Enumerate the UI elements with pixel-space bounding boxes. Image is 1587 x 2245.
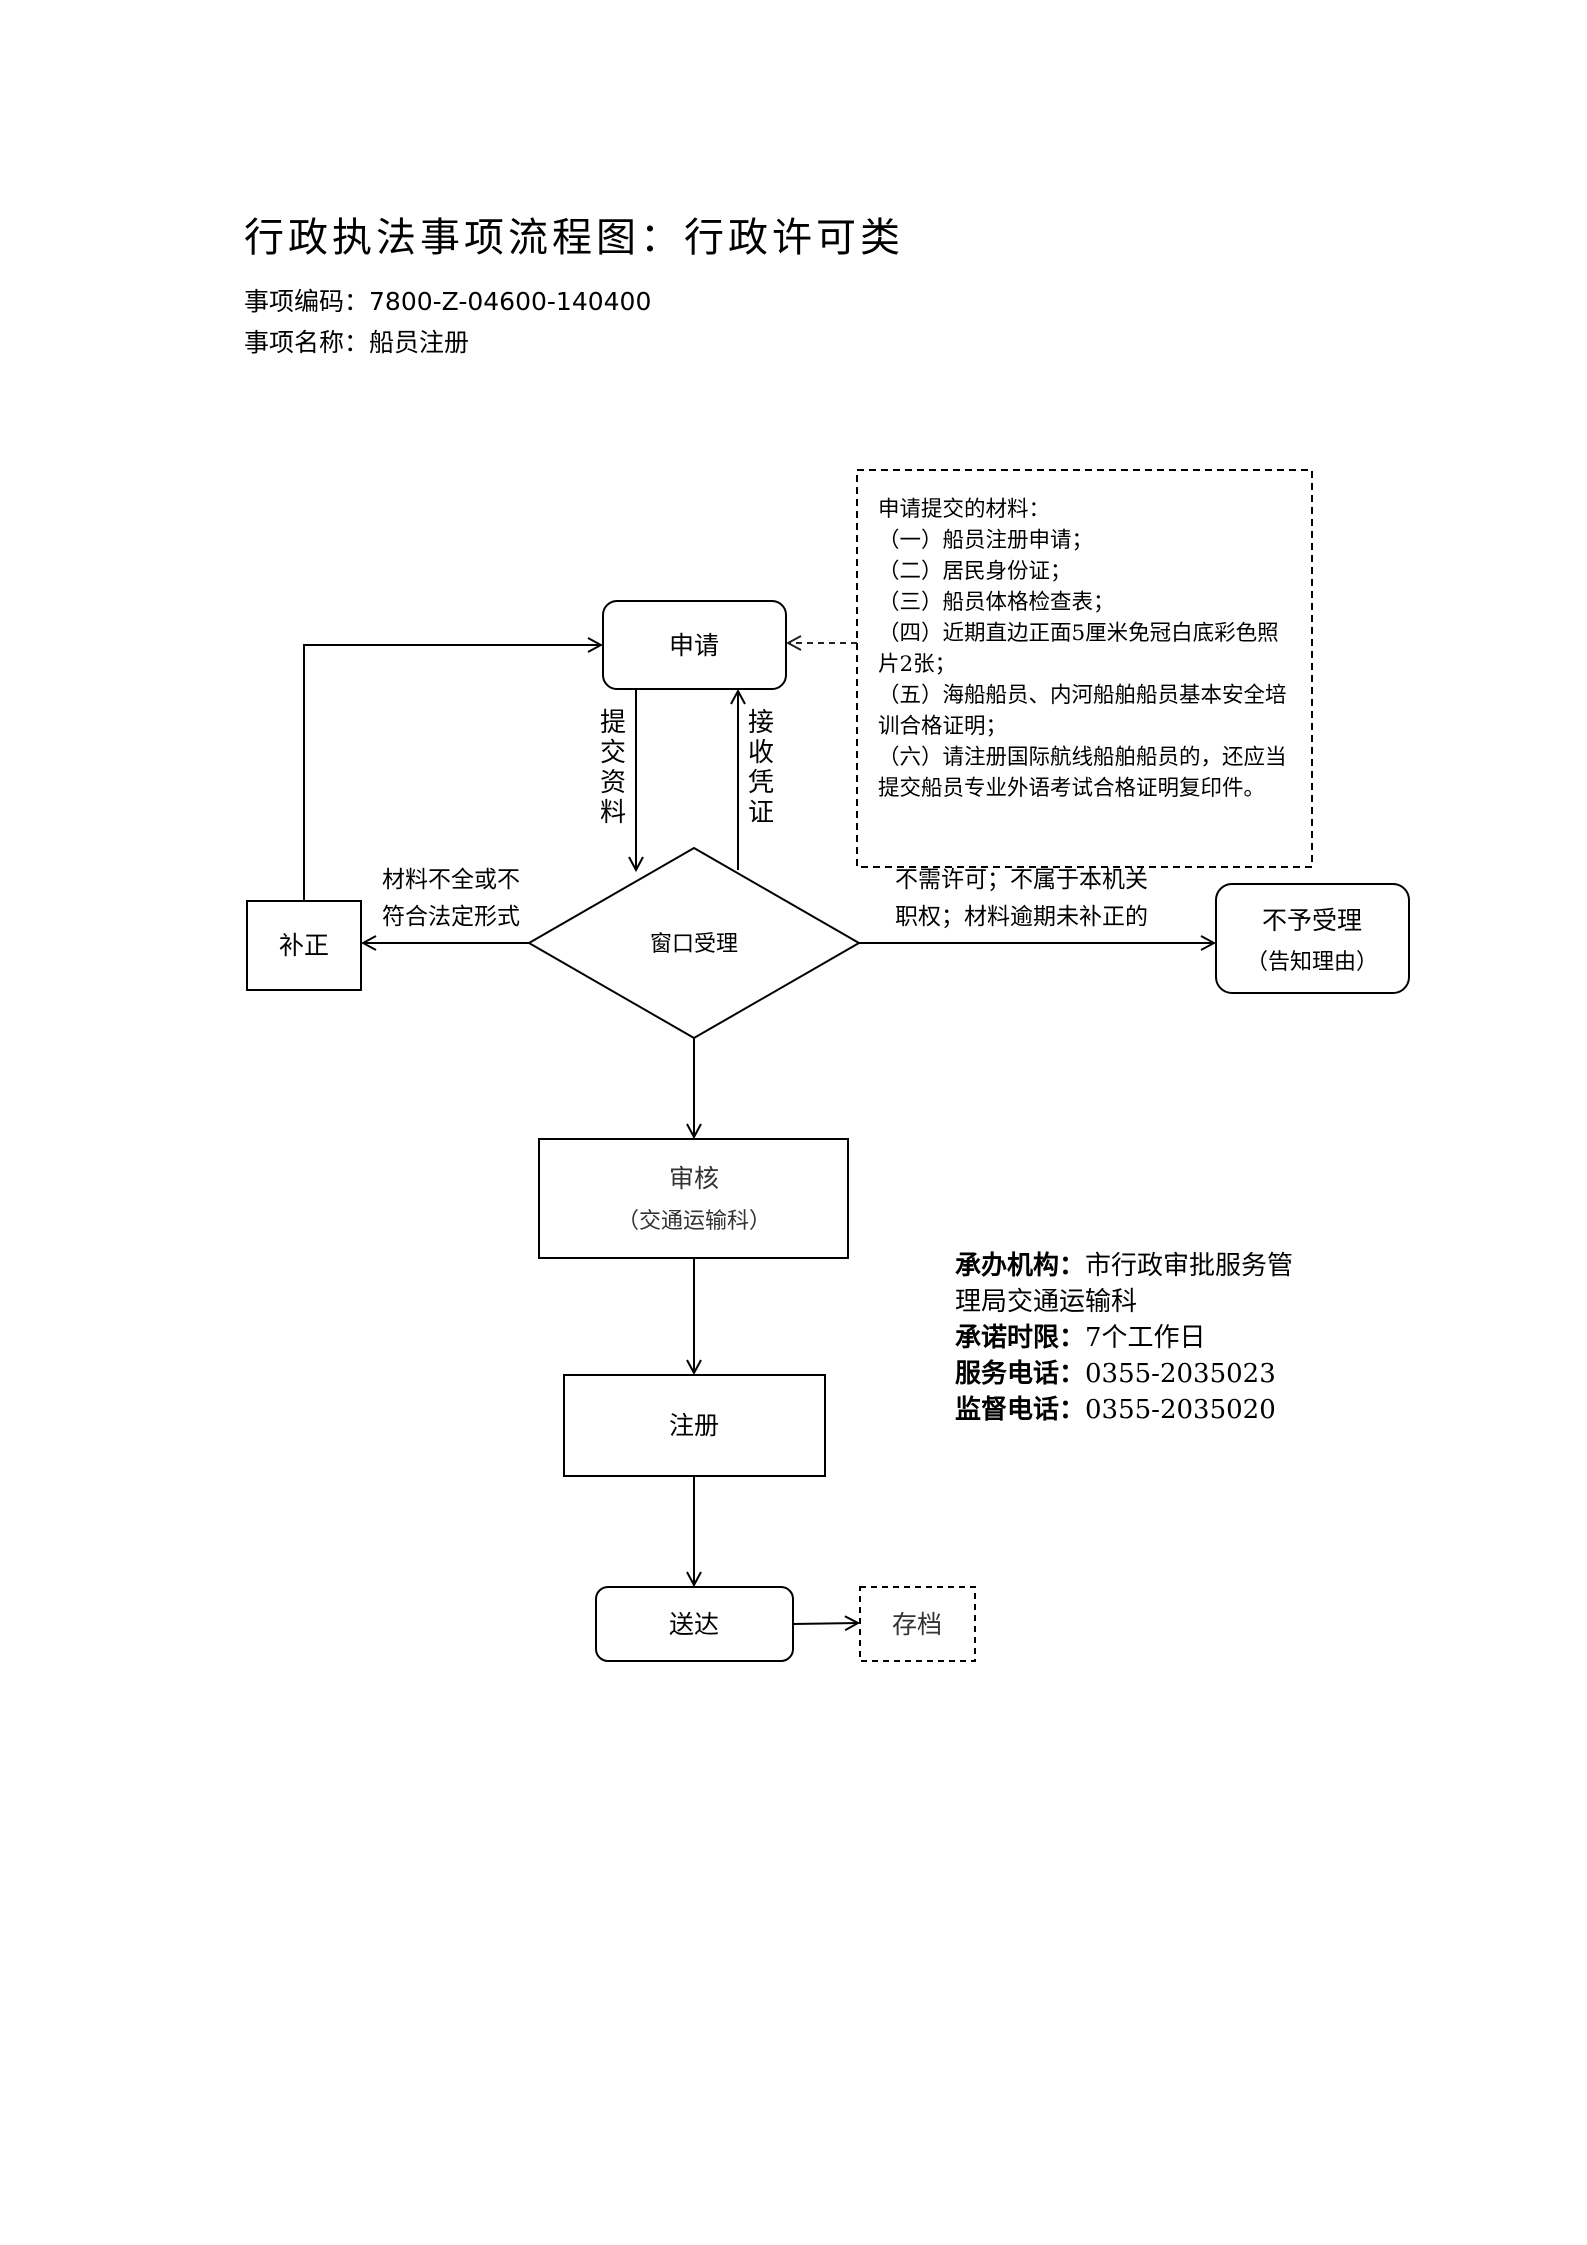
review-node [538, 1138, 849, 1259]
apply-node-label: 申请 [669, 631, 719, 660]
info-panel: 承办机构：市行政审批服务管理局交通运输科 承诺时限：7个工作日 服务电话：035… [955, 1248, 1295, 1428]
review-node-sublabel: （交通运输科） [617, 1209, 771, 1234]
page-title: 行政执法事项流程图：行政许可类 [244, 215, 904, 261]
incomplete-label-line2: 符合法定形式 [382, 904, 520, 930]
deadline-value: 7个工作日 [1085, 1323, 1206, 1353]
agency-label: 承办机构： [955, 1251, 1086, 1281]
incomplete-label: 材料不全或不符合法定形式 [382, 862, 520, 936]
service-phone-row: 服务电话：0355-2035023 [955, 1356, 1295, 1392]
reject-condition-label: 不需许可；不属于本机关职权；材料逾期未补正的 [895, 862, 1148, 936]
service-phone-label: 服务电话： [955, 1359, 1086, 1389]
deliver-node-label: 送达 [669, 1610, 719, 1639]
submit-label: 提交资料 [599, 708, 626, 828]
correct-node [246, 900, 362, 991]
item-name-label: 事项名称： [244, 328, 370, 357]
agency-value: 市行政审批服务管理局交通运输科 [955, 1251, 1294, 1317]
review-node-label: 审核 [669, 1164, 719, 1193]
item-code: 事项编码：7800-Z-04600-140400 [244, 282, 651, 318]
reject-node-sublabel: （告知理由） [1246, 950, 1378, 975]
archive-node-label: 存档 [892, 1610, 942, 1639]
service-phone-value: 0355-2035023 [1085, 1359, 1276, 1389]
register-node-label: 注册 [669, 1411, 719, 1440]
reject-condition-line1: 不需许可；不属于本机关 [895, 867, 1148, 893]
item-name-value: 船员注册 [369, 328, 470, 357]
deadline-label: 承诺时限： [955, 1323, 1086, 1353]
materials-box [856, 469, 1313, 868]
supervise-phone-value: 0355-2035020 [1085, 1395, 1276, 1425]
supervise-phone-label: 监督电话： [955, 1395, 1086, 1425]
deadline-row: 承诺时限：7个工作日 [955, 1320, 1295, 1356]
reject-node [1215, 883, 1410, 994]
materials-list: 申请提交的材料： （一）船员注册申请； （二）居民身份证； （三）船员体格检查表… [878, 497, 1287, 801]
agency-row: 承办机构：市行政审批服务管理局交通运输科 [955, 1248, 1295, 1320]
window-node-label: 窗口受理 [650, 932, 738, 957]
archive-node [859, 1586, 976, 1662]
correct-node-label: 补正 [279, 931, 329, 960]
deliver-archive-arrow [792, 1623, 858, 1624]
item-code-value: 7800-Z-04600-140400 [369, 287, 652, 316]
item-name: 事项名称：船员注册 [244, 323, 469, 359]
incomplete-label-line1: 材料不全或不 [382, 867, 520, 893]
receive-label: 接收凭证 [747, 708, 774, 828]
supervise-phone-row: 监督电话：0355-2035020 [955, 1392, 1295, 1428]
item-code-label: 事项编码： [244, 287, 370, 316]
reject-node-label: 不予受理 [1262, 906, 1362, 935]
reject-condition-line2: 职权；材料逾期未补正的 [895, 904, 1148, 930]
resubmit-arrow [303, 645, 601, 901]
